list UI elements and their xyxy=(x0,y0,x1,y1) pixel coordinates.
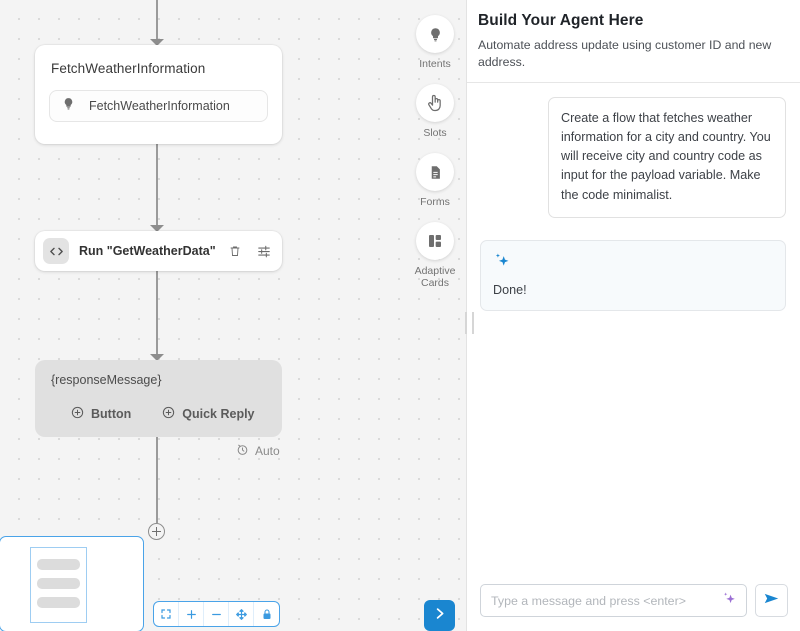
page-title: Build Your Agent Here xyxy=(478,12,644,29)
minimap-node-block xyxy=(37,597,80,608)
chat-input-box[interactable] xyxy=(480,584,747,617)
auto-tag: Auto xyxy=(236,443,280,459)
code-node[interactable]: Run "GetWeatherData" xyxy=(35,231,282,271)
canvas-toolbar xyxy=(153,601,280,627)
palette-item-slots-label: Slots xyxy=(423,127,447,140)
pointing-hand-icon xyxy=(416,84,454,123)
minus-icon[interactable] xyxy=(204,602,229,626)
intent-chip-label: FetchWeatherInformation xyxy=(89,99,230,113)
palette-item-forms-label: Forms xyxy=(420,196,450,209)
edge-top xyxy=(156,0,158,40)
message-node[interactable]: {responseMessage} Button xyxy=(35,360,282,437)
flow-canvas[interactable]: FetchWeatherInformation FetchWeatherInfo… xyxy=(0,0,466,631)
add-quick-reply-label: Quick Reply xyxy=(182,407,255,421)
edge-message-to-add xyxy=(156,437,158,523)
panel-resize-handle[interactable] xyxy=(465,312,474,334)
intent-node-title: FetchWeatherInformation xyxy=(51,61,206,76)
sliders-icon[interactable] xyxy=(254,244,273,258)
chat-input-row xyxy=(466,574,800,631)
chat-input[interactable] xyxy=(491,593,721,608)
edge-arrow-into-code xyxy=(150,225,164,232)
chat-message-assistant-text: Done! xyxy=(493,282,527,297)
chat-message-user: Create a flow that fetches weather infor… xyxy=(548,96,786,218)
palette-item-slots[interactable]: Slots xyxy=(404,79,466,145)
chat-panel: Build Your Agent Here Automate address u… xyxy=(466,0,800,631)
plus-icon[interactable] xyxy=(179,602,204,626)
auto-tag-label: Auto xyxy=(255,444,280,458)
palette-item-adaptive-cards-label: Adaptive Cards xyxy=(414,265,456,290)
palette-item-intents[interactable]: Intents xyxy=(404,10,466,76)
message-node-variable: {responseMessage} xyxy=(51,373,162,387)
plus-circle-icon xyxy=(71,406,84,422)
adaptive-cards-icon xyxy=(416,222,454,261)
lock-icon[interactable] xyxy=(254,602,279,626)
palette-item-forms[interactable]: Forms xyxy=(404,148,466,214)
lightbulb-icon xyxy=(416,15,454,53)
fit-view-icon[interactable] xyxy=(154,602,179,626)
edge-code-to-message xyxy=(156,271,158,355)
lightbulb-icon xyxy=(62,96,75,116)
plus-circle-icon xyxy=(162,406,175,422)
code-node-label: Run "GetWeatherData" xyxy=(79,244,216,258)
add-quick-reply-action[interactable]: Quick Reply xyxy=(162,406,255,422)
trash-icon[interactable] xyxy=(226,244,245,258)
message-node-actions: Button Quick Reply xyxy=(49,406,268,422)
palette-item-intents-label: Intents xyxy=(419,58,451,70)
edge-arrow-into-intent xyxy=(150,39,164,46)
page-subtitle: Automate address update using customer I… xyxy=(478,38,772,69)
chevron-right-icon xyxy=(432,606,447,626)
chat-message-list: Create a flow that fetches weather infor… xyxy=(466,83,800,574)
send-icon xyxy=(763,590,780,612)
intent-chip[interactable]: FetchWeatherInformation xyxy=(49,90,268,122)
minimap[interactable] xyxy=(0,536,144,631)
document-icon xyxy=(416,153,454,192)
move-icon[interactable] xyxy=(229,602,254,626)
intent-node[interactable]: FetchWeatherInformation FetchWeatherInfo… xyxy=(35,45,282,144)
minimap-node-block xyxy=(37,578,80,589)
sparkle-icon xyxy=(493,253,512,274)
chat-header: Build Your Agent Here Automate address u… xyxy=(466,0,800,83)
chat-message-assistant: Done! xyxy=(480,239,786,311)
palette-item-adaptive-cards[interactable]: Adaptive Cards xyxy=(404,217,466,295)
component-palette: Intents Slots xyxy=(404,0,466,295)
sparkle-icon[interactable] xyxy=(721,590,738,612)
add-button-action[interactable]: Button xyxy=(71,406,131,422)
minimap-node-block xyxy=(37,559,80,570)
edge-arrow-into-message xyxy=(150,354,164,361)
add-button-label: Button xyxy=(91,407,132,421)
add-node-icon[interactable] xyxy=(148,523,165,540)
timer-icon xyxy=(236,443,249,459)
edge-intent-to-code xyxy=(156,144,158,226)
send-button[interactable] xyxy=(755,584,788,617)
next-step-button[interactable] xyxy=(424,600,455,631)
code-icon xyxy=(43,238,69,264)
